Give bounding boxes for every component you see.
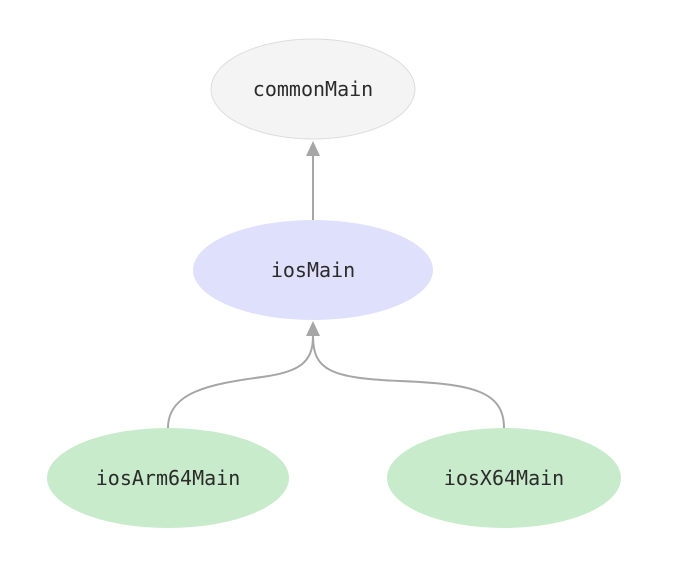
node-commonmain: commonMain	[210, 38, 416, 140]
node-iosmain-shape	[193, 220, 433, 320]
edge-iosarm64main-to-iosmain	[167, 335, 314, 429]
edge-iosx64main-to-iosmain	[312, 335, 505, 429]
arrowhead-commonmain	[306, 141, 320, 156]
arrowhead-iosmain	[306, 321, 320, 336]
node-iosx64main-label: iosX64Main	[444, 466, 564, 490]
node-iosarm64main-label: iosArm64Main	[96, 466, 241, 490]
node-iosmain: iosMain	[193, 220, 433, 320]
node-iosarm64main: iosArm64Main	[47, 428, 289, 528]
edges	[167, 141, 505, 429]
node-commonmain-shape	[210, 38, 416, 140]
node-iosarm64main-shape	[47, 428, 289, 528]
node-iosx64main-shape	[387, 428, 621, 528]
node-commonmain-label: commonMain	[253, 77, 373, 101]
node-iosmain-label: iosMain	[271, 258, 355, 282]
node-iosx64main: iosX64Main	[387, 428, 621, 528]
